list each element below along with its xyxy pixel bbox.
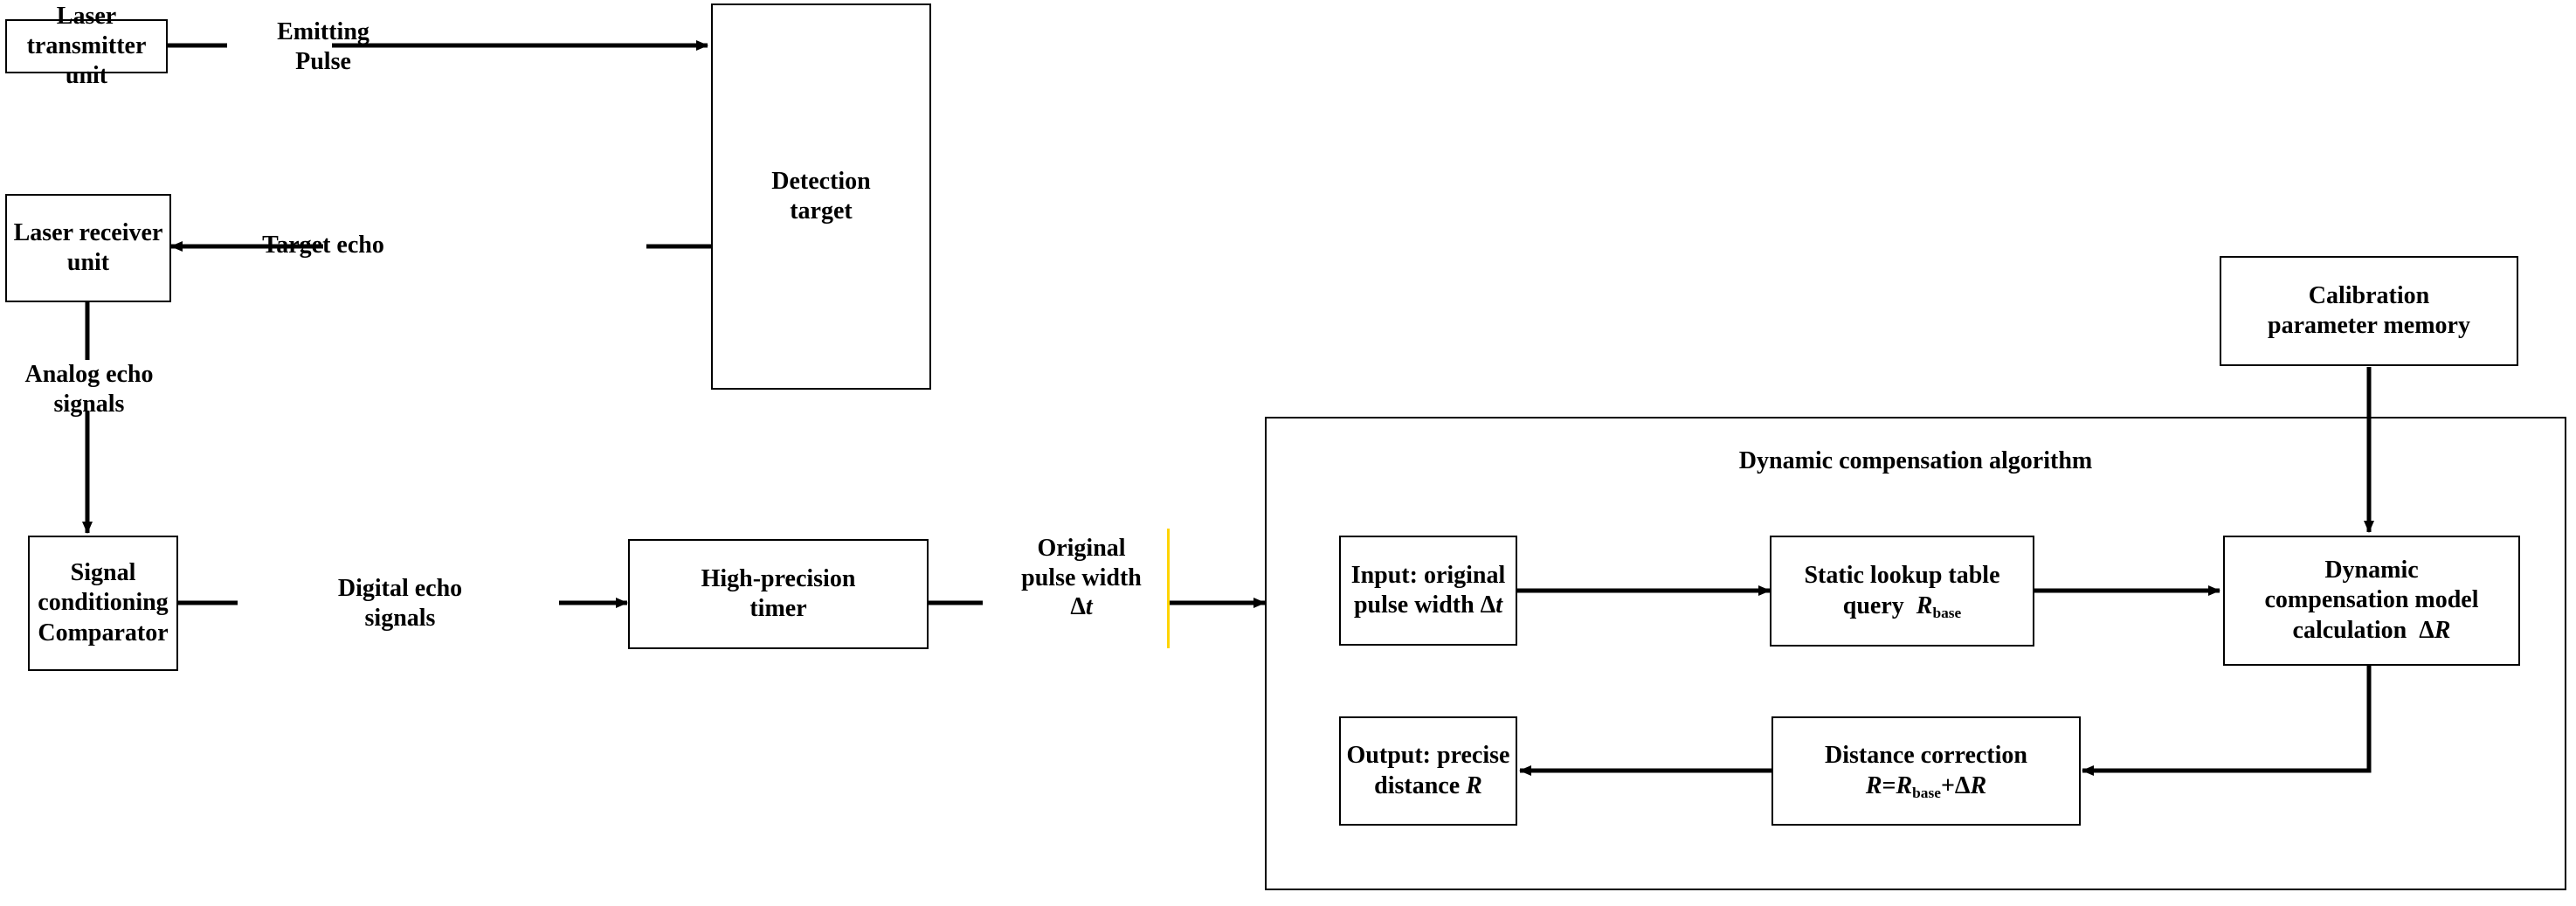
node-high-precision-timer-label: High-precision timer [701, 564, 856, 622]
node-laser-receiver-unit-label: Laser receiver unit [13, 218, 163, 276]
node-laser-transmitter-unit-label: Laser transmitter unit [26, 2, 147, 90]
group-dynamic-compensation-algorithm [1265, 417, 2566, 890]
edge-label-emitting-pulse: Emitting Pulse [277, 18, 369, 75]
node-calibration-parameter-memory-label: Calibration parameter memory [2268, 281, 2470, 339]
yellow-guide-marker [1167, 529, 1170, 648]
group-dynamic-compensation-algorithm-title: Dynamic compensation algorithm [1738, 447, 2093, 474]
edge-label-digital-echo-signals: Digital echo signals [337, 575, 463, 632]
edge-label-target-echo: Target echo [262, 232, 384, 259]
node-laser-transmitter-unit[interactable]: Laser transmitter unit [5, 3, 168, 89]
node-detection-target[interactable]: Detection target [711, 3, 931, 390]
node-high-precision-timer[interactable]: High-precision timer [628, 539, 929, 649]
node-laser-receiver-unit[interactable]: Laser receiver unit [5, 194, 171, 302]
node-signal-conditioning-comparator-label: Signal conditioning Comparator [38, 559, 169, 647]
node-calibration-parameter-memory[interactable]: Calibration parameter memory [2220, 256, 2518, 366]
node-signal-conditioning-comparator[interactable]: Signal conditioning Comparator [28, 536, 178, 671]
edge-model-to-correction [2082, 666, 2372, 776]
node-detection-target-label: Detection target [771, 167, 871, 225]
edge-label-analog-echo-signals: Analog echo signals [24, 361, 154, 418]
